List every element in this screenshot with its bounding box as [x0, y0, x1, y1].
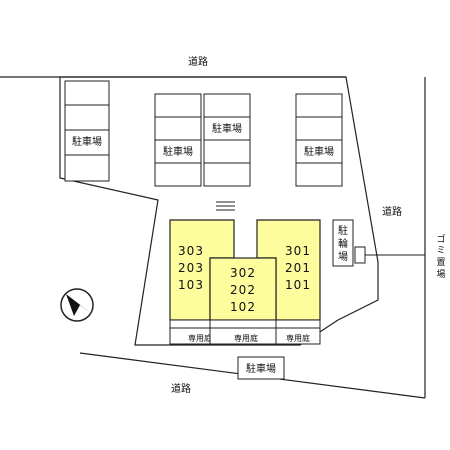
private-garden-left: 専用庭 [169, 319, 212, 345]
garbage-label: ミ [436, 246, 445, 256]
unit-number: 301 [285, 244, 311, 258]
unit-number: 102 [230, 300, 256, 314]
garden-label: 専用庭 [188, 333, 212, 343]
parking-label: 駐車場 [304, 145, 334, 158]
garbage-label: ゴ [436, 233, 445, 245]
parking-label: 駐車場 [212, 122, 242, 135]
unit-number: 101 [285, 278, 311, 292]
parking-block-4: 駐車場 [295, 93, 343, 187]
private-garden-right: 専用庭 [275, 319, 321, 345]
road-label-bottom: 道路 [171, 382, 191, 395]
bicycle-label: 駐 [338, 224, 348, 237]
garbage-label: 場 [436, 268, 445, 280]
parking-label: 駐車場 [163, 145, 193, 158]
unit-number: 201 [285, 261, 311, 275]
bicycle-label: 場 [338, 250, 348, 263]
unit-number: 203 [178, 261, 204, 275]
parking-block-2: 駐車場 [154, 93, 202, 187]
private-garden-center: 専用庭 [209, 319, 277, 345]
garden-label: 専用庭 [234, 333, 258, 343]
parking-block-1: 駐車場 [64, 80, 110, 182]
road-label-right: 道路 [382, 205, 402, 218]
bicycle-label: 輪 [338, 237, 348, 250]
unit-number: 303 [178, 244, 204, 258]
steps-icon [216, 201, 235, 211]
parking-block-5: 駐車場 [237, 356, 285, 380]
building-center: 302 202 102 [209, 257, 277, 321]
garbage-label: 置 [436, 257, 445, 268]
parking-label: 駐車場 [246, 362, 276, 375]
bicycle-parking: 駐 輪 場 [332, 219, 354, 267]
garden-label: 専用庭 [286, 333, 310, 343]
unit-number: 202 [230, 283, 256, 297]
road-label-top: 道路 [188, 55, 208, 68]
unit-number: 302 [230, 266, 256, 280]
north-arrow-icon [60, 288, 94, 322]
garbage-marker [354, 246, 425, 264]
parking-block-3: 駐車場 [203, 93, 251, 187]
unit-number: 103 [178, 278, 204, 292]
parking-label: 駐車場 [72, 135, 102, 148]
